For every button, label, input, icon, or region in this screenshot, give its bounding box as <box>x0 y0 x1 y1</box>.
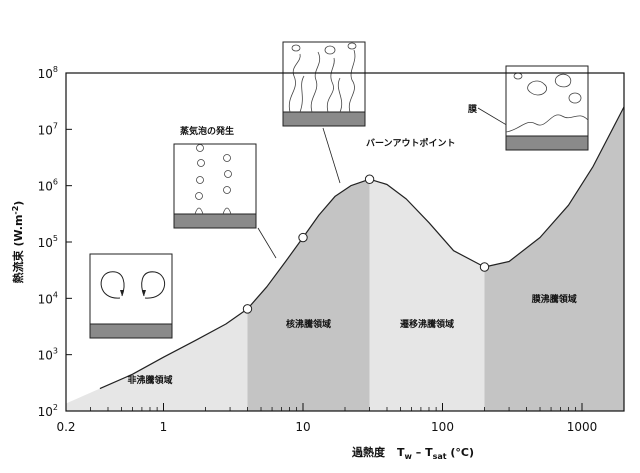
annotation-bubble-onset: 蒸気泡の発生 <box>180 125 234 137</box>
region-fill-0 <box>66 308 248 411</box>
y-axis-title-close: ) <box>12 201 25 206</box>
x-axis-formula-unit: (°C) <box>447 446 474 459</box>
region-label-2: 遷移沸騰領域 <box>400 318 454 330</box>
y-tick-label-3: 105 <box>38 234 58 250</box>
key-point-2 <box>364 174 375 184</box>
region-labels-layer: 非沸騰領域 核沸騰領域 遷移沸騰領域 膜沸騰領域 <box>127 293 576 386</box>
x-tick-label-2: 10 <box>295 420 310 434</box>
inset-vapor-film <box>505 65 589 151</box>
y-tick-label-5: 107 <box>38 121 58 137</box>
inset-natural-convection <box>89 253 173 339</box>
key-point-1 <box>298 232 308 243</box>
insets-layer <box>89 41 589 339</box>
boiling-curve-line <box>99 106 625 390</box>
region-fill-2 <box>369 179 485 411</box>
curve-layer <box>99 106 625 390</box>
x-axis-title-main: 過熱度 <box>351 445 386 459</box>
annotation-burnout-point: バーンアウトポイント <box>366 137 456 149</box>
leader-line-burnout <box>322 127 341 184</box>
key-point-3 <box>479 262 490 272</box>
x-axis-formula-sat: sat <box>433 452 447 461</box>
x-tick-label-1: 1 <box>160 420 168 434</box>
ticks-layer: 0.2 1 10 100 1000 102 103 104 105 106 107 108 <box>38 65 598 434</box>
x-axis-formula-w: w <box>405 452 413 461</box>
region-label-3: 膜沸騰領域 <box>531 293 577 305</box>
x-axis-formula-T: T <box>397 446 405 459</box>
y-axis-title-exp: -2 <box>11 206 20 215</box>
inset-bubble-formation <box>173 143 257 229</box>
x-axis-formula-dash: – <box>412 446 425 459</box>
key-point-0 <box>242 304 253 314</box>
y-axis-title: 熱流束 (W.m-2) <box>11 201 25 284</box>
x-tick-label-4: 1000 <box>567 420 598 434</box>
annotation-film: 膜 <box>467 103 478 115</box>
regions-layer <box>66 106 624 412</box>
region-fill-1 <box>247 179 370 411</box>
inset-vapor-columns <box>282 41 366 127</box>
y-tick-label-2: 104 <box>38 290 58 306</box>
y-tick-label-6: 108 <box>38 65 58 81</box>
y-axis-title-main: 熱流束 (W.m <box>11 215 25 284</box>
y-tick-label-0: 102 <box>38 403 58 419</box>
y-tick-label-1: 103 <box>38 347 58 363</box>
x-tick-label-0: 0.2 <box>56 420 75 434</box>
region-fill-3 <box>484 106 624 412</box>
region-label-0: 非沸騰領域 <box>127 374 172 386</box>
x-tick-label-3: 100 <box>431 420 454 434</box>
y-tick-label-4: 106 <box>38 178 58 194</box>
x-axis-title: 過熱度 Tw – Tsat (°C) <box>351 445 474 461</box>
points-layer <box>242 174 490 314</box>
x-axis-formula-T2: T <box>425 446 433 459</box>
leader-line-bubble-onset <box>257 227 277 259</box>
region-label-1: 核沸騰領域 <box>286 318 331 330</box>
